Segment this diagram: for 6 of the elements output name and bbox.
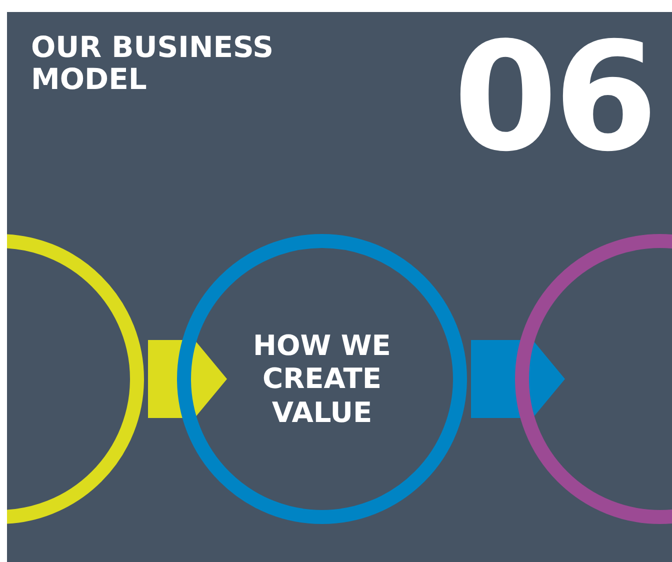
chevron-arrow — [471, 338, 565, 420]
chevron-arrow — [148, 338, 227, 420]
section-number: 06 — [453, 12, 654, 184]
process-circle — [177, 234, 467, 524]
node-text: HOW WE CREATE VALUE — [252, 328, 392, 430]
title: OUR BUSINESS MODEL — [31, 32, 275, 96]
